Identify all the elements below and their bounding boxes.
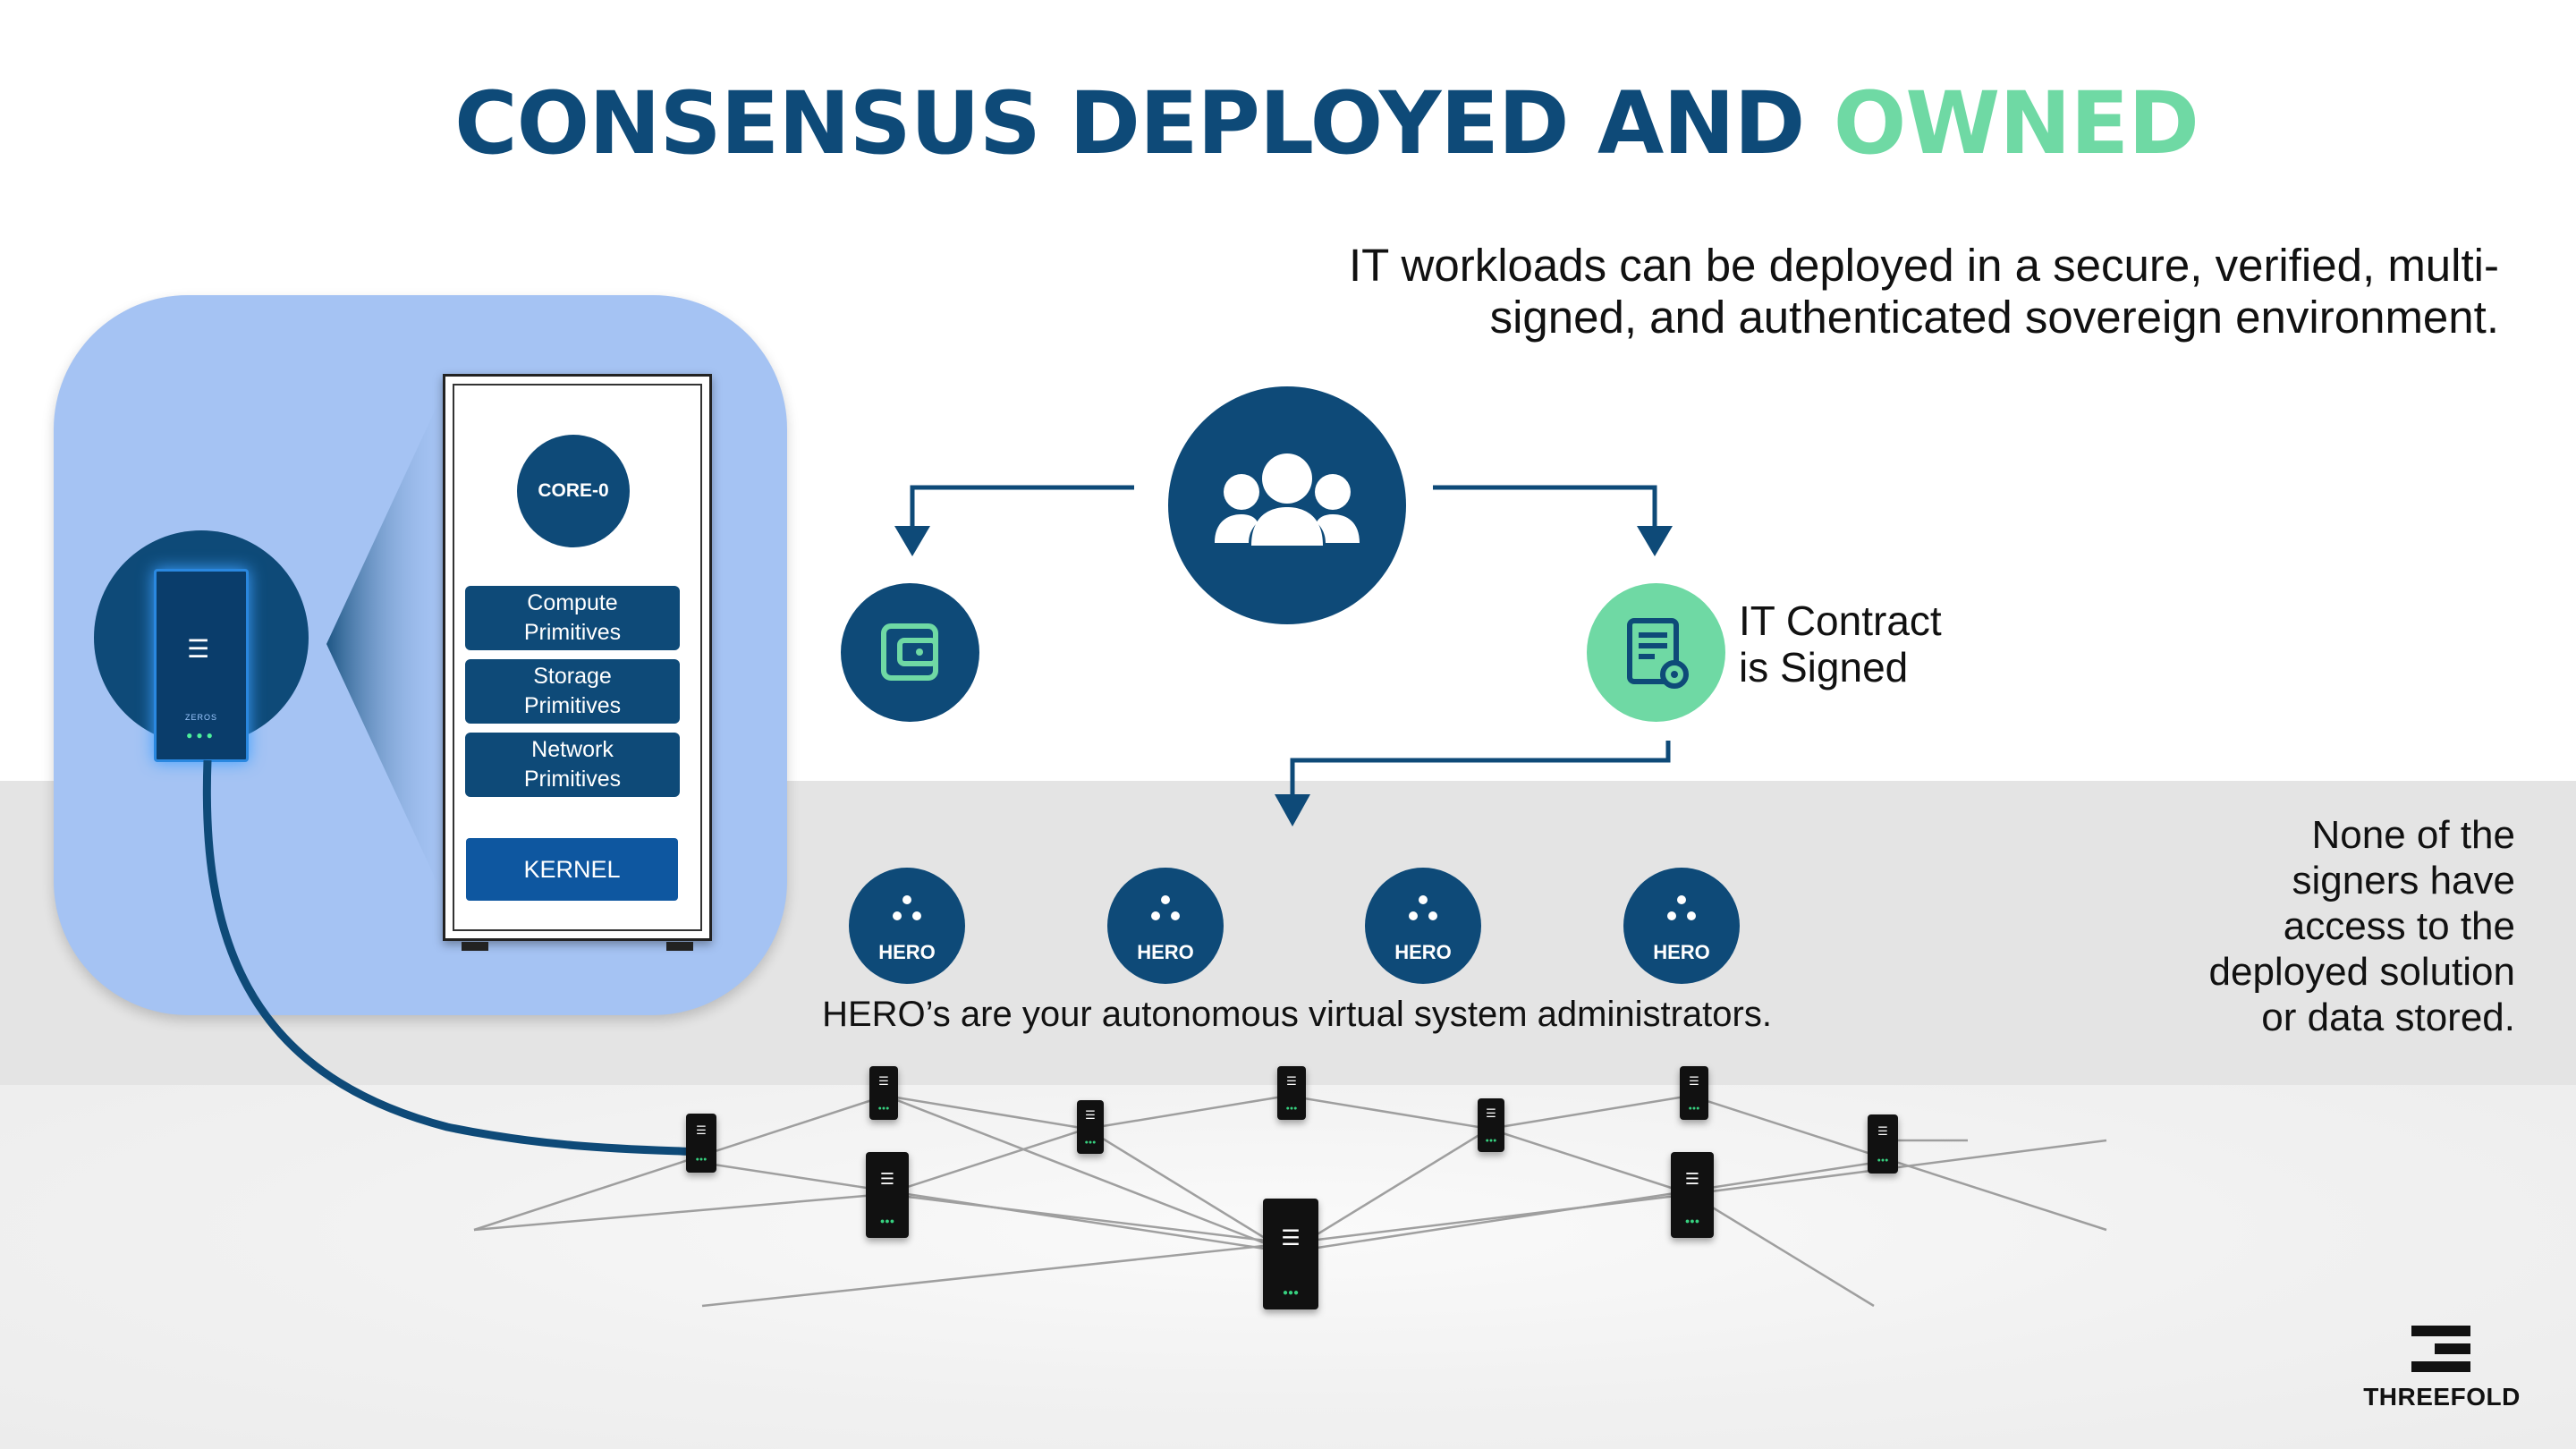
network-server-main: ☰●●● xyxy=(1263,1199,1318,1309)
group-icon xyxy=(1215,453,1360,546)
network-primitives-label: Network Primitives xyxy=(523,737,622,792)
core-badge: CORE-0 xyxy=(517,435,630,547)
signers-note: None of the signers have access to the d… xyxy=(2208,813,2515,1039)
hero-dots-icon xyxy=(1409,895,1437,920)
hero-label: HERO xyxy=(1137,941,1194,963)
title-accent: OWNED xyxy=(1833,73,2199,174)
hero-caption: HERO’s are your autonomous virtual syste… xyxy=(822,995,1772,1034)
hero-dots-icon xyxy=(1667,895,1696,920)
intro-text: IT workloads can be deployed in a secure… xyxy=(1348,240,2499,343)
threefold-logo-icon xyxy=(2411,1326,2470,1372)
led-indicators: ●●● xyxy=(186,729,216,741)
title-main: CONSENSUS DEPLOYED AND xyxy=(454,73,1834,174)
compute-primitives-label: Compute Primitives xyxy=(523,590,622,645)
network-server: ☰●●● xyxy=(869,1066,898,1120)
device-brand: ZEROS xyxy=(184,713,217,722)
down-arrow-icon xyxy=(1275,794,1310,826)
network-server: ☰●●● xyxy=(1868,1114,1898,1174)
down-arrow-icon xyxy=(1637,526,1673,556)
network-server: ☰●●● xyxy=(1277,1066,1306,1120)
hero-circle: HERO xyxy=(1107,868,1224,984)
network-primitives-box: Network Primitives xyxy=(465,733,680,797)
network-server: ☰●●● xyxy=(1077,1100,1104,1154)
threefold-logo-icon: ☰ xyxy=(187,634,210,664)
hero-circle: HERO xyxy=(1623,868,1740,984)
wallet-circle xyxy=(841,583,979,722)
contract-icon xyxy=(1627,618,1689,689)
contract-label: IT Contract is Signed xyxy=(1739,597,1942,691)
storage-primitives-box: Storage Primitives xyxy=(465,659,680,724)
hero-dots-icon xyxy=(893,895,921,920)
network-server: ☰●●● xyxy=(1478,1098,1504,1152)
network-server: ☰●●● xyxy=(1671,1152,1714,1238)
contract-circle xyxy=(1587,583,1725,722)
hero-circle: HERO xyxy=(1365,868,1481,984)
hero-label: HERO xyxy=(1394,941,1452,963)
signers-group-circle xyxy=(1168,386,1406,624)
zos-device: ☰ ZEROS ●●● xyxy=(154,569,249,762)
hero-label: HERO xyxy=(1653,941,1710,963)
page-title: CONSENSUS DEPLOYED AND OWNED xyxy=(0,73,2576,174)
kernel-box: KERNEL xyxy=(466,838,678,901)
hero-circle: HERO xyxy=(849,868,965,984)
network-server: ☰●●● xyxy=(686,1114,716,1173)
storage-primitives-label: Storage Primitives xyxy=(523,664,622,718)
down-arrow-icon xyxy=(894,526,930,556)
compute-primitives-box: Compute Primitives xyxy=(465,586,680,650)
brand-name: THREEFOLD xyxy=(2363,1383,2521,1411)
network-server: ☰●●● xyxy=(866,1152,909,1238)
zoom-beam xyxy=(326,394,443,894)
hero-dots-icon xyxy=(1151,895,1180,920)
network-server: ☰●●● xyxy=(1680,1066,1708,1120)
hero-label: HERO xyxy=(878,941,936,963)
wallet-icon xyxy=(881,623,938,681)
